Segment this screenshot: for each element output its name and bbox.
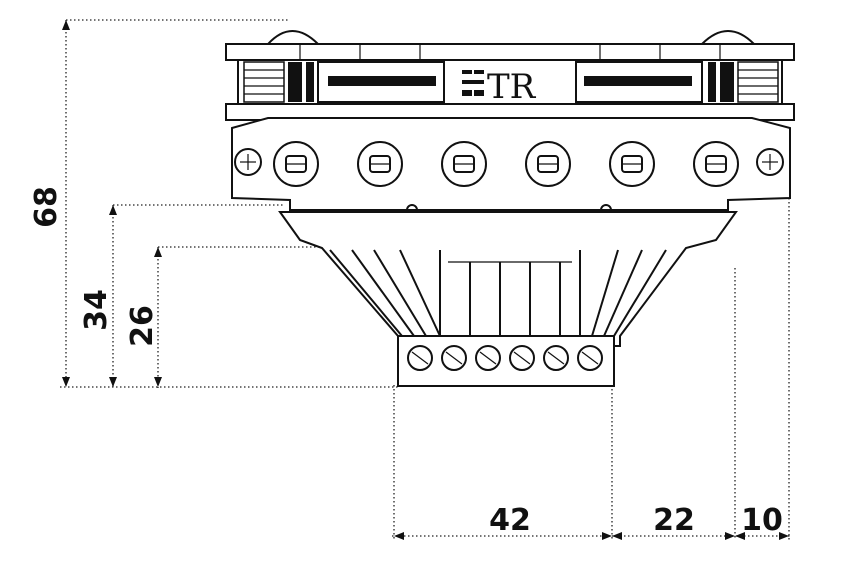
plate-bolts: [273, 141, 739, 187]
base-block: [397, 335, 615, 387]
brand-logo: TR: [462, 67, 537, 107]
dimension-arrows: [62, 20, 789, 540]
dim-label-26: 26: [125, 305, 160, 347]
fan-assembly: TR: [225, 30, 795, 121]
spring-left: [243, 61, 314, 103]
mounting-plate: [231, 117, 791, 216]
dim-label-68: 68: [29, 186, 64, 228]
dim-label-34: 34: [79, 289, 114, 331]
dim-label-42: 42: [489, 503, 531, 538]
dim-label-10: 10: [741, 503, 783, 538]
spring-right: [708, 61, 779, 103]
brand-text: TR: [487, 67, 537, 107]
dim-label-22: 22: [653, 503, 695, 538]
heatpipe-funnel: [278, 211, 738, 347]
pipe-ends: [407, 345, 603, 371]
